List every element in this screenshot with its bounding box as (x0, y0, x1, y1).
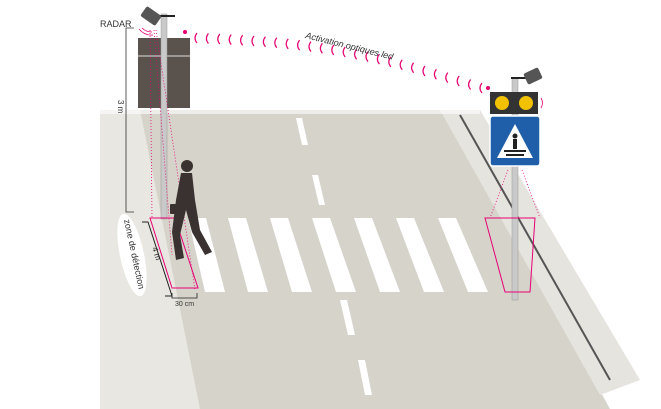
activation-label: Activation optiques led (304, 30, 396, 62)
signal-arc (479, 82, 483, 94)
signal-arc (445, 72, 449, 83)
led-right (519, 96, 533, 110)
right-radar-device (523, 67, 543, 85)
activation-signal (194, 32, 483, 94)
signal-arc (228, 34, 232, 45)
signal-arc (262, 36, 266, 48)
left-pole (160, 13, 168, 220)
detection-zone (149, 217, 199, 289)
signal-arc (354, 48, 358, 60)
signal-arc (433, 68, 437, 80)
signal-arc (217, 33, 221, 45)
signal-arc (319, 42, 323, 54)
signal-arc (399, 59, 403, 71)
sidewalk-right (440, 110, 640, 395)
pedestrian-silhouette (170, 160, 212, 260)
radar-label: RADAR (100, 19, 132, 29)
signal-arc (342, 46, 346, 58)
signal-arc (274, 37, 278, 49)
signal-arc (456, 75, 460, 87)
radar-device (140, 6, 162, 26)
signal-arc (468, 79, 472, 90)
signal-arc (194, 32, 198, 44)
signal-arc (297, 39, 301, 51)
signal-arc (411, 62, 415, 74)
signal-arc (240, 34, 244, 46)
signal-arc (251, 35, 255, 47)
led-left (495, 96, 509, 110)
crosswalk (188, 218, 488, 292)
center-line (296, 118, 372, 395)
signal-arc (331, 44, 335, 56)
height-label: 3 m (116, 100, 125, 114)
width-label: 30 cm (175, 301, 194, 308)
length-label: 4 m (150, 246, 163, 262)
signal-arc (285, 38, 289, 50)
right-detection-zone (484, 217, 536, 293)
signal-arc (365, 51, 369, 62)
signal-arc (422, 65, 426, 77)
signal-arc (205, 33, 209, 44)
signal-arc (388, 56, 392, 68)
signal-arc (376, 53, 380, 65)
signal-arc (308, 41, 312, 52)
